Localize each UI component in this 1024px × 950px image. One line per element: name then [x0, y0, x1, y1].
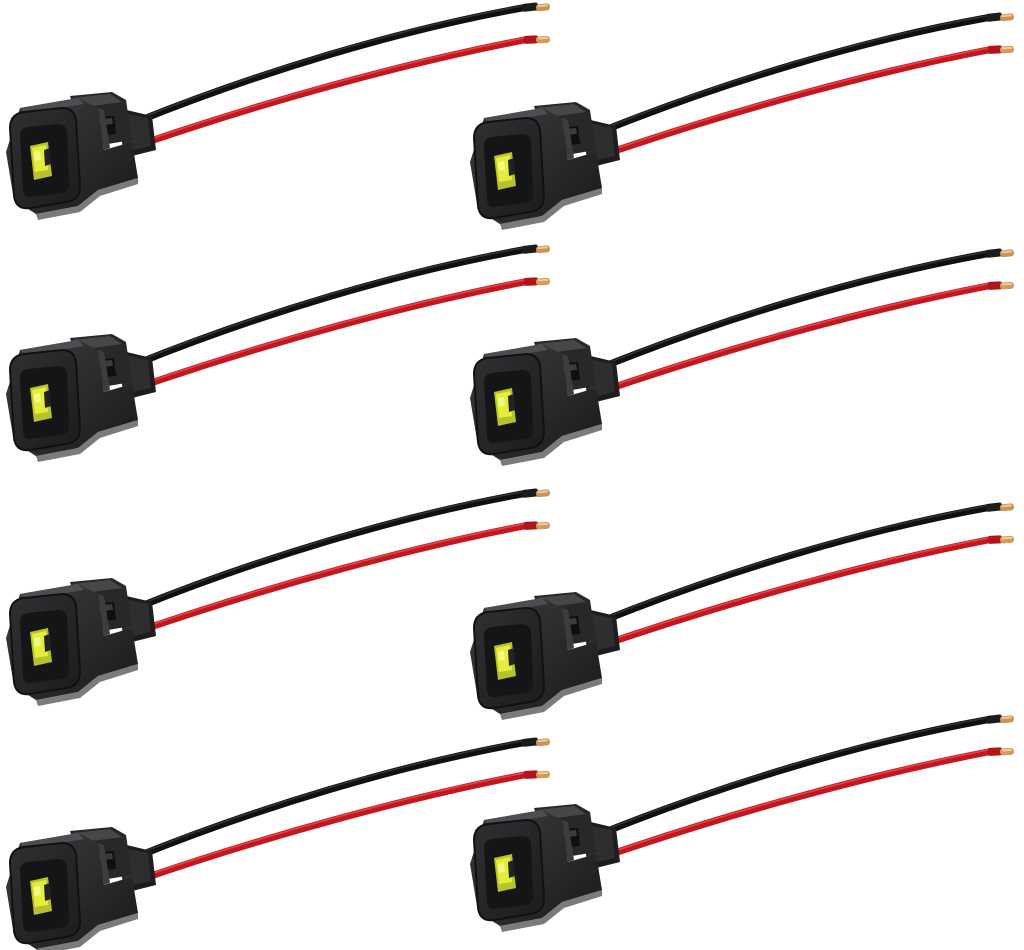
- black-wire-tip: [985, 502, 1014, 512]
- red-wire-tip: [987, 45, 1015, 54]
- wire-connector: [470, 714, 1015, 932]
- wire-connector: [6, 737, 551, 950]
- yellow-terminal: [494, 388, 516, 426]
- red-wire: [602, 46, 992, 158]
- red-wire-tip: [523, 521, 551, 530]
- red-wire-tip: [523, 770, 551, 779]
- wire-connector: [6, 244, 551, 462]
- black-wire: [596, 504, 990, 626]
- black-wire-tip: [985, 714, 1014, 724]
- black-wire-tip: [521, 737, 550, 747]
- red-wire-tip: [987, 535, 1015, 544]
- black-wire-tip: [985, 12, 1014, 22]
- red-wire-tip: [523, 277, 551, 286]
- black-wire-tip: [521, 488, 550, 498]
- yellow-terminal: [30, 877, 52, 915]
- black-wire: [596, 250, 990, 372]
- red-wire: [602, 536, 992, 648]
- red-wire-tip: [987, 281, 1015, 290]
- yellow-terminal: [494, 854, 516, 892]
- black-wire: [596, 14, 990, 136]
- wire-connector: [6, 2, 551, 220]
- black-wire: [132, 4, 526, 126]
- red-wire-tip: [987, 747, 1015, 756]
- red-wire-tip: [523, 35, 551, 44]
- red-wire: [138, 522, 528, 634]
- yellow-terminal: [30, 142, 52, 180]
- yellow-terminal: [30, 628, 52, 666]
- black-wire-tip: [521, 244, 550, 254]
- wire-connector: [6, 488, 551, 706]
- yellow-terminal: [30, 384, 52, 422]
- black-wire-tip: [985, 248, 1014, 258]
- yellow-terminal: [494, 152, 516, 190]
- black-wire: [132, 739, 526, 861]
- black-wire: [596, 716, 990, 838]
- red-wire: [138, 36, 528, 148]
- red-wire: [602, 748, 992, 860]
- wire-connector: [470, 12, 1015, 230]
- wire-connector: [470, 248, 1015, 466]
- red-wire: [138, 278, 528, 390]
- black-wire-tip: [521, 2, 550, 12]
- yellow-terminal: [494, 642, 516, 680]
- wire-connector: [470, 502, 1015, 720]
- black-wire: [132, 246, 526, 368]
- red-wire: [138, 771, 528, 883]
- red-wire: [602, 282, 992, 394]
- black-wire: [132, 490, 526, 612]
